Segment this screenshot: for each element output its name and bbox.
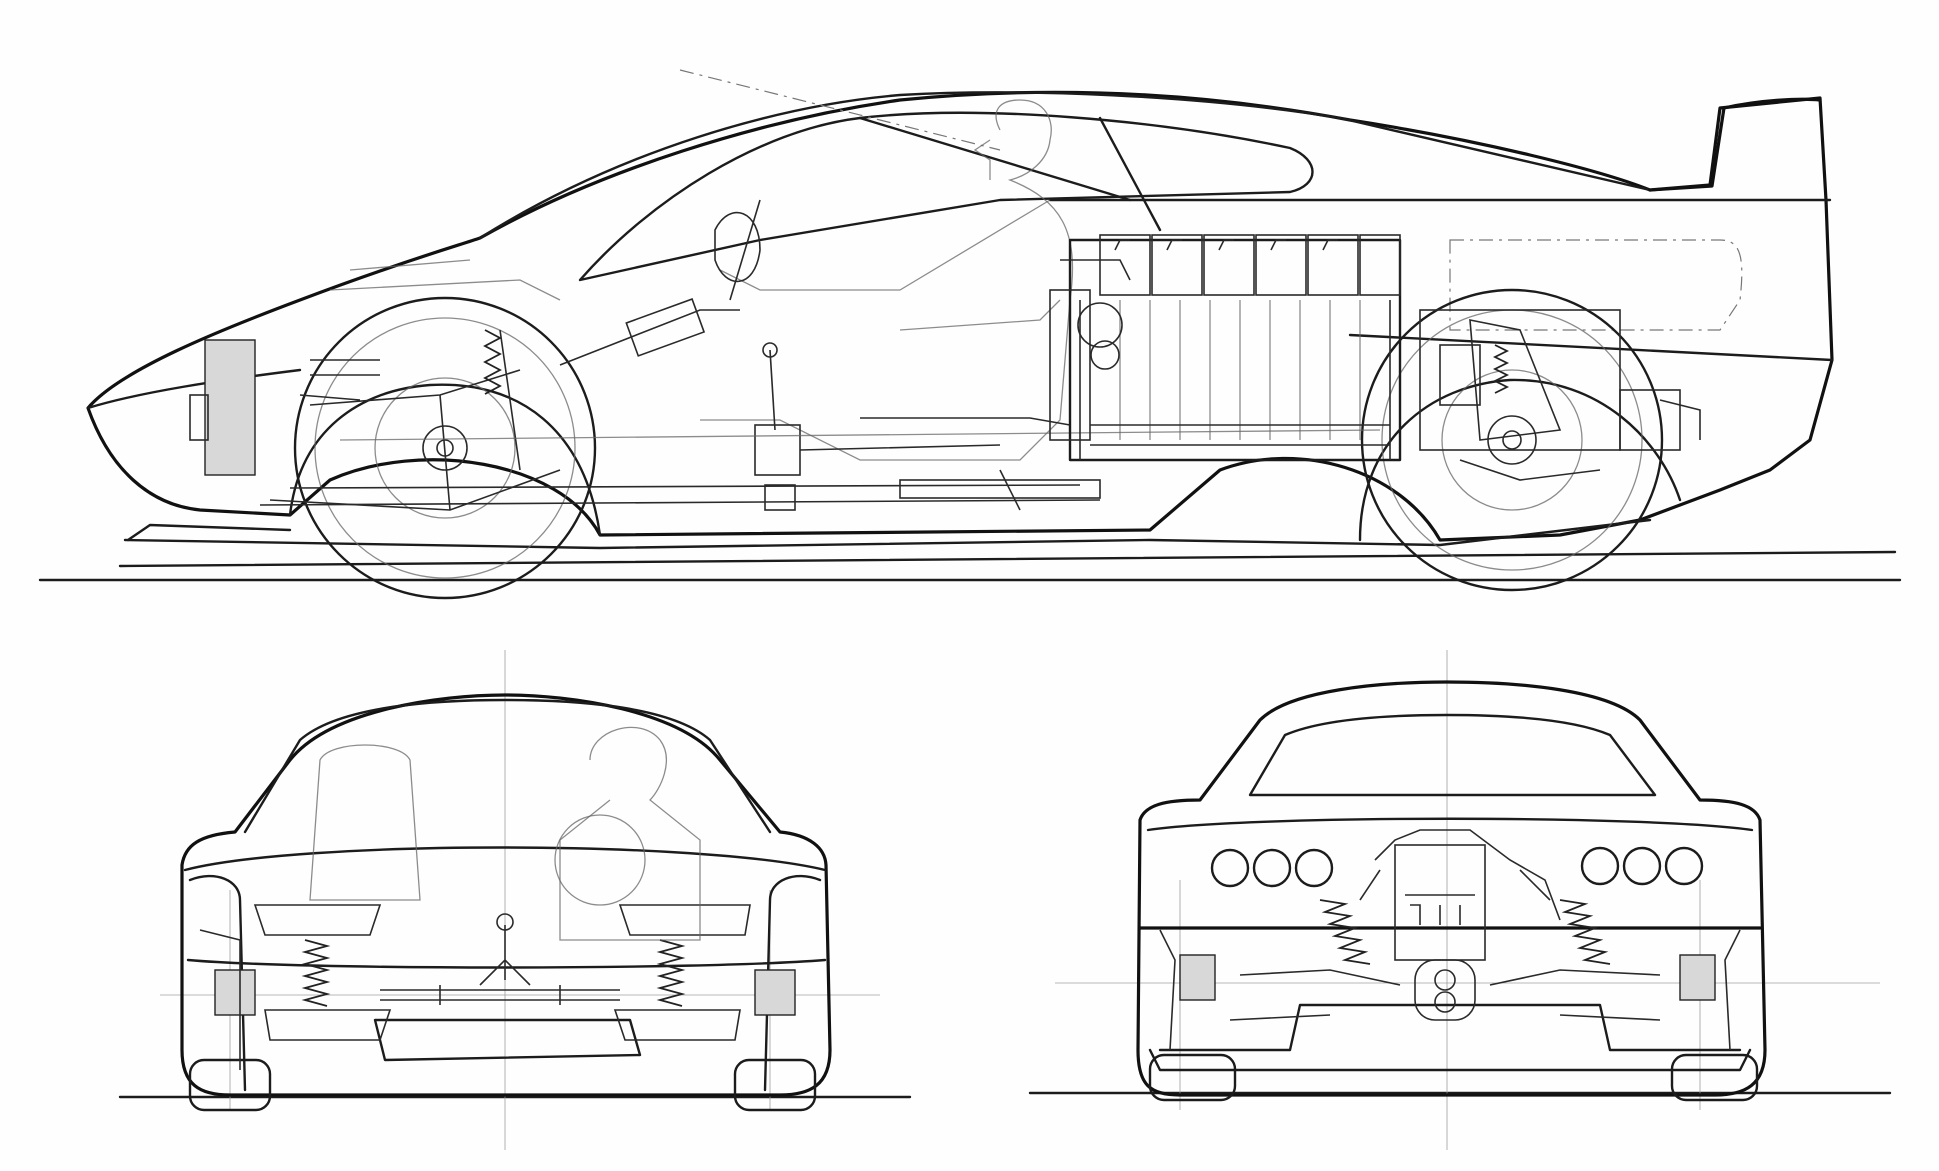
engine-block [1049, 234, 1402, 462]
front-bonnet-line [183, 846, 827, 872]
rear-elevation-view [1028, 650, 1892, 1150]
front-right-wheel [733, 1058, 817, 1112]
front-splitter [126, 523, 292, 542]
car-body-outline [86, 90, 1834, 542]
sight-line [679, 69, 1001, 151]
rear-left-suspension [1159, 899, 1401, 1051]
front-seat-ghost-left [309, 744, 421, 901]
front-suspension [189, 259, 561, 511]
engine-cover-outline [1449, 239, 1743, 331]
front-body-outline [180, 693, 832, 1097]
rear-window [1248, 713, 1657, 797]
side-ground-line-upper [118, 550, 1897, 568]
front-left-fender [188, 874, 247, 1092]
front-wheel-arch [288, 383, 602, 537]
rear-transaxle [1419, 309, 1701, 481]
rear-deck-line-back [1146, 817, 1754, 832]
rear-right-suspension [1489, 899, 1741, 1051]
side-window-line [858, 116, 1132, 202]
windscreen-outline [578, 111, 1314, 282]
driver-ghost-front [559, 726, 701, 941]
front-steering-wheel-ghost [554, 814, 646, 906]
b-pillar [1098, 116, 1162, 232]
rear-engine-gearbox [1359, 829, 1561, 1021]
rear-spoiler [1648, 97, 1822, 192]
front-left-wheel [188, 1058, 272, 1112]
front-bumper-line [186, 958, 827, 969]
rear-wheel-arch [1358, 378, 1682, 542]
front-steering-rack [380, 985, 620, 1005]
front-lower-intake [373, 1018, 642, 1062]
rear-left-wheel [1148, 1053, 1237, 1102]
front-gear-linkage [479, 925, 531, 986]
front-right-fender [763, 874, 822, 1092]
rear-right-tail-lights [1580, 846, 1704, 886]
body-sill-line [123, 518, 1652, 550]
driver-figure [700, 99, 1074, 461]
rear-body-line [1348, 333, 1834, 362]
front-right-suspension [613, 904, 796, 1041]
roof-line [478, 91, 1652, 240]
side-elevation-view [38, 69, 1902, 600]
rear-diffuser [1158, 1003, 1742, 1052]
front-elevation-view [118, 650, 912, 1150]
rear-body-outline [1136, 680, 1767, 1097]
front-windscreen [243, 698, 772, 834]
rear-right-wheel [1670, 1053, 1759, 1102]
rear-wheel [1360, 288, 1664, 592]
front-wheel [293, 296, 597, 600]
nose-upper-line [86, 368, 302, 410]
rear-left-tail-lights [1210, 848, 1334, 888]
chassis-rails [259, 417, 1381, 511]
front-left-suspension [199, 904, 392, 1070]
steering-column [559, 199, 761, 366]
